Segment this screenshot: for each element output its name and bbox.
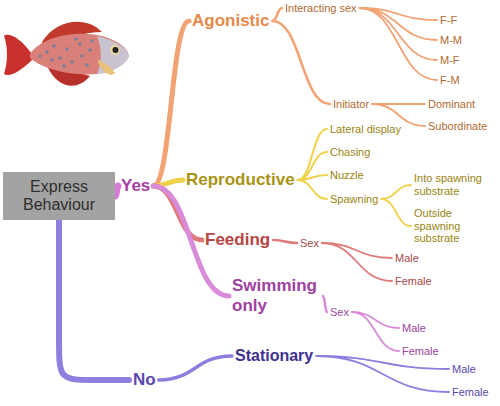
branch-line bbox=[153, 21, 189, 186]
fish-pupil bbox=[113, 47, 119, 53]
category-label: Swimming only bbox=[232, 276, 320, 315]
level-label: Outside spawning substrate bbox=[414, 207, 498, 245]
branch-line bbox=[273, 240, 297, 243]
branch-line bbox=[272, 21, 330, 104]
label-text: Sex bbox=[330, 306, 349, 319]
label-text: M-M bbox=[440, 34, 462, 47]
body-spots bbox=[39, 37, 94, 68]
branch-line bbox=[153, 186, 202, 240]
branch-line bbox=[159, 356, 232, 380]
answer-label: No bbox=[133, 370, 156, 390]
branch-line bbox=[298, 180, 327, 199]
label-text: Reproductive bbox=[186, 170, 295, 190]
tail-fin bbox=[4, 35, 32, 75]
label-text: Male bbox=[402, 322, 426, 335]
level-label: F-F bbox=[440, 14, 457, 27]
label-text: Lateral display bbox=[330, 123, 401, 136]
factor-label: Interacting sex bbox=[285, 2, 357, 15]
behaviour-label: Chasing bbox=[330, 146, 370, 159]
factor-label: Sex bbox=[330, 306, 349, 319]
behaviour-label: Spawning bbox=[330, 193, 378, 206]
category-label: Stationary bbox=[235, 347, 313, 365]
label-text: Yes bbox=[121, 176, 150, 196]
pectoral-fin bbox=[98, 60, 115, 75]
label-text: Female bbox=[402, 345, 439, 358]
level-label: Male bbox=[402, 322, 426, 335]
factor-label: Sex bbox=[300, 237, 319, 250]
behaviour-label: Nuzzle bbox=[330, 169, 364, 182]
label-text: Female bbox=[395, 275, 432, 288]
branch-line bbox=[298, 175, 327, 180]
behaviour-label: Lateral display bbox=[330, 123, 401, 136]
root-box: Express Behaviour bbox=[3, 172, 115, 221]
fish-illustration bbox=[2, 2, 132, 108]
level-label: F-M bbox=[440, 74, 460, 87]
label-text: Spawning bbox=[330, 193, 378, 206]
label-text: Feeding bbox=[205, 230, 270, 250]
level-label: Into spawning substrate bbox=[414, 172, 498, 197]
level-label: Dominant bbox=[428, 98, 475, 111]
branch-line bbox=[360, 8, 437, 60]
branch-line bbox=[352, 312, 399, 351]
level-label: Subordinate bbox=[428, 120, 487, 133]
label-text: F-M bbox=[440, 74, 460, 87]
label-text: M-F bbox=[440, 54, 460, 67]
branch-line bbox=[59, 220, 129, 380]
branch-line bbox=[381, 199, 411, 226]
label-text: Female bbox=[452, 386, 489, 399]
branch-line bbox=[352, 312, 399, 328]
answer-label: Yes bbox=[121, 176, 150, 196]
fish-body bbox=[30, 34, 129, 75]
level-label: Female bbox=[452, 386, 489, 399]
level-label: M-M bbox=[440, 34, 462, 47]
branch-line bbox=[115, 186, 118, 196]
factor-label: Initiator bbox=[333, 98, 369, 111]
label-text: Male bbox=[452, 363, 476, 376]
branch-line bbox=[316, 356, 449, 392]
label-text: No bbox=[133, 370, 156, 390]
label-text: Into spawning substrate bbox=[414, 172, 498, 197]
branch-line bbox=[381, 185, 411, 199]
label-text: Express Behaviour bbox=[11, 178, 107, 215]
level-label: Female bbox=[395, 275, 432, 288]
level-label: M-F bbox=[440, 54, 460, 67]
branch-line bbox=[298, 129, 327, 180]
level-label: Male bbox=[452, 363, 476, 376]
fish-eye bbox=[110, 45, 120, 55]
label-text: Male bbox=[395, 252, 419, 265]
level-label: Male bbox=[395, 252, 419, 265]
label-text: Dominant bbox=[428, 98, 475, 111]
label-text: Nuzzle bbox=[330, 169, 364, 182]
label-text: Initiator bbox=[333, 98, 369, 111]
branch-line bbox=[360, 8, 437, 80]
label-text: Stationary bbox=[235, 347, 313, 365]
label-text: Outside spawning substrate bbox=[414, 207, 498, 245]
label-text: Subordinate bbox=[428, 120, 487, 133]
category-label: Agonistic bbox=[192, 11, 269, 31]
label-text: F-F bbox=[440, 14, 457, 27]
fish-head bbox=[97, 36, 129, 74]
label-text: Swimming only bbox=[232, 276, 320, 315]
label-text: Chasing bbox=[330, 146, 370, 159]
label-text: Agonistic bbox=[192, 11, 269, 31]
label-text: Sex bbox=[300, 237, 319, 250]
label-text: Interacting sex bbox=[285, 2, 357, 15]
branch-line bbox=[298, 152, 327, 180]
level-label: Female bbox=[402, 345, 439, 358]
branch-line bbox=[322, 243, 392, 281]
branch-line bbox=[272, 8, 282, 21]
category-label: Feeding bbox=[205, 230, 270, 250]
category-label: Reproductive bbox=[186, 170, 295, 190]
branch-line bbox=[323, 296, 327, 312]
